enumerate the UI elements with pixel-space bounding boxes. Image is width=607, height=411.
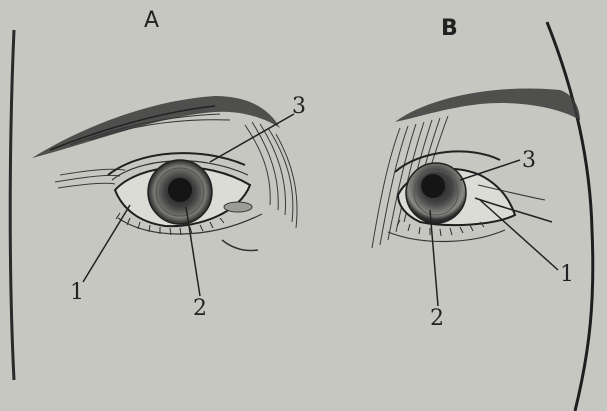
callout-a-1: 1 (70, 282, 84, 304)
eye-a-pupil (168, 178, 192, 202)
leader-b-3 (460, 160, 520, 180)
eyebrow-a (32, 96, 280, 158)
eyebrow-b (395, 88, 580, 122)
left-border-line (10, 30, 14, 380)
eye-b-pupil (421, 174, 445, 198)
callout-b-1: 1 (560, 264, 574, 286)
right-face-contour (547, 22, 593, 411)
callout-b-3: 3 (522, 150, 536, 172)
panel-label-b: B (441, 18, 458, 40)
callout-a-3: 3 (292, 96, 306, 118)
eye-b (372, 88, 580, 248)
callout-a-2: 2 (193, 298, 207, 320)
callout-b-2: 2 (430, 308, 444, 330)
eye-a (32, 96, 297, 251)
leader-a-3 (210, 114, 294, 162)
leader-a-1 (83, 205, 130, 282)
panel-label-a: A (144, 10, 159, 32)
